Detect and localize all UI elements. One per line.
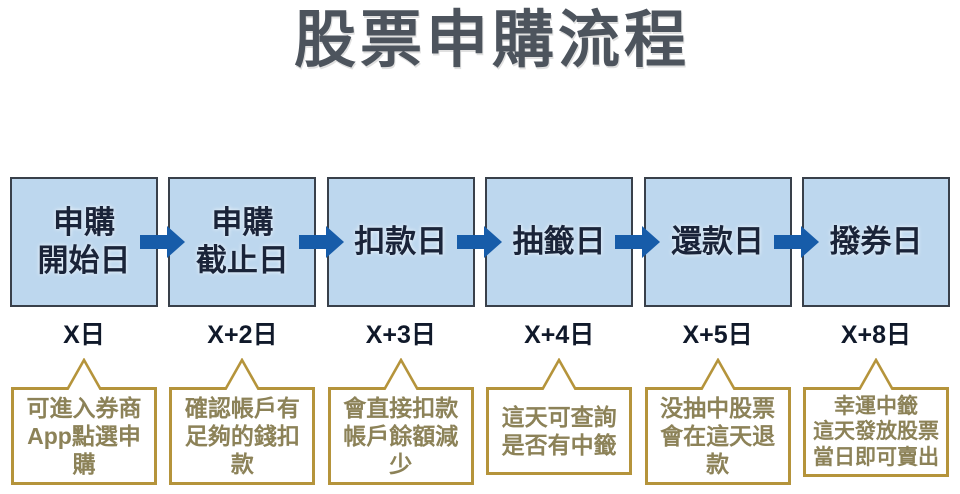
step-title: 申購 開始日 <box>37 204 131 279</box>
flow-step-3: 扣款日 X+3日 會直接扣款 帳戶餘額減少 <box>326 177 475 486</box>
step-box: 撥券日 <box>801 177 950 308</box>
step-box: 申購 開始日 <box>10 177 158 308</box>
callout-pointer-icon <box>698 357 738 391</box>
step-callout: 没抽中股票 會在這天退款 <box>644 387 791 486</box>
step-day-label: X+5日 <box>682 321 753 350</box>
step-note: 没抽中股票 會在這天退款 <box>660 395 776 478</box>
step-callout: 會直接扣款 帳戶餘額減少 <box>327 387 474 486</box>
step-box: 扣款日 <box>326 177 475 308</box>
flow-step-2: 申購 截止日 X+2日 確認帳戶有 足夠的錢扣款 <box>168 177 317 486</box>
step-callout: 幸運中籤 這天發放股票 當日即可賣出 <box>802 387 949 477</box>
callout-pointer-icon <box>381 357 421 391</box>
callout-pointer-icon <box>539 357 579 391</box>
flow-step-5: 還款日 X+5日 没抽中股票 會在這天退款 <box>643 177 792 486</box>
callout-pointer-icon <box>856 357 896 391</box>
step-day-label: X+8日 <box>840 321 912 350</box>
flow-step-1: 申購 開始日 X日 可進入券商 App點選申購 <box>10 177 158 486</box>
flow-row: 申購 開始日 X日 可進入券商 App點選申購 申購 截止日 X+2日 確認帳戶… <box>0 177 960 486</box>
arrow-right-icon <box>457 225 503 259</box>
step-callout: 確認帳戶有 足夠的錢扣款 <box>169 387 316 486</box>
step-note: 確認帳戶有 足夠的錢扣款 <box>184 395 300 478</box>
callout-pointer-icon <box>64 357 104 391</box>
arrow-right-icon <box>774 225 820 259</box>
step-day-label: X+2日 <box>207 321 278 350</box>
flow-step-4: 抽籤日 X+4日 這天可查詢 是否有中籤 <box>485 177 634 485</box>
step-callout: 這天可查詢 是否有中籤 <box>486 387 633 476</box>
step-box: 抽籤日 <box>485 177 634 308</box>
step-day-label: X+4日 <box>524 321 595 350</box>
step-callout: 可進入券商 App點選申購 <box>11 387 157 486</box>
step-day-label: X+3日 <box>365 321 436 350</box>
step-note: 這天可查詢 是否有中籤 <box>501 404 617 459</box>
step-box: 還款日 <box>643 177 792 308</box>
step-note: 會直接扣款 帳戶餘額減少 <box>343 395 459 478</box>
step-title: 扣款日 <box>354 223 448 259</box>
step-title: 撥券日 <box>829 223 923 259</box>
page-title: 股票申購流程 <box>293 6 690 75</box>
step-title: 申購 截止日 <box>195 204 289 279</box>
step-note: 幸運中籤 這天發放股票 當日即可賣出 <box>812 395 939 469</box>
arrow-right-icon <box>615 225 661 259</box>
step-note: 可進入券商 App點選申購 <box>26 395 142 478</box>
step-title: 還款日 <box>671 223 765 259</box>
callout-pointer-icon <box>222 357 262 391</box>
step-title: 抽籤日 <box>512 223 606 259</box>
step-box: 申購 截止日 <box>168 177 317 308</box>
arrow-right-icon <box>299 225 345 259</box>
arrow-right-icon <box>140 225 186 259</box>
flow-step-6: 撥券日 X+8日 幸運中籤 這天發放股票 當日即可賣出 <box>801 177 950 485</box>
step-day-label: X日 <box>63 321 105 350</box>
